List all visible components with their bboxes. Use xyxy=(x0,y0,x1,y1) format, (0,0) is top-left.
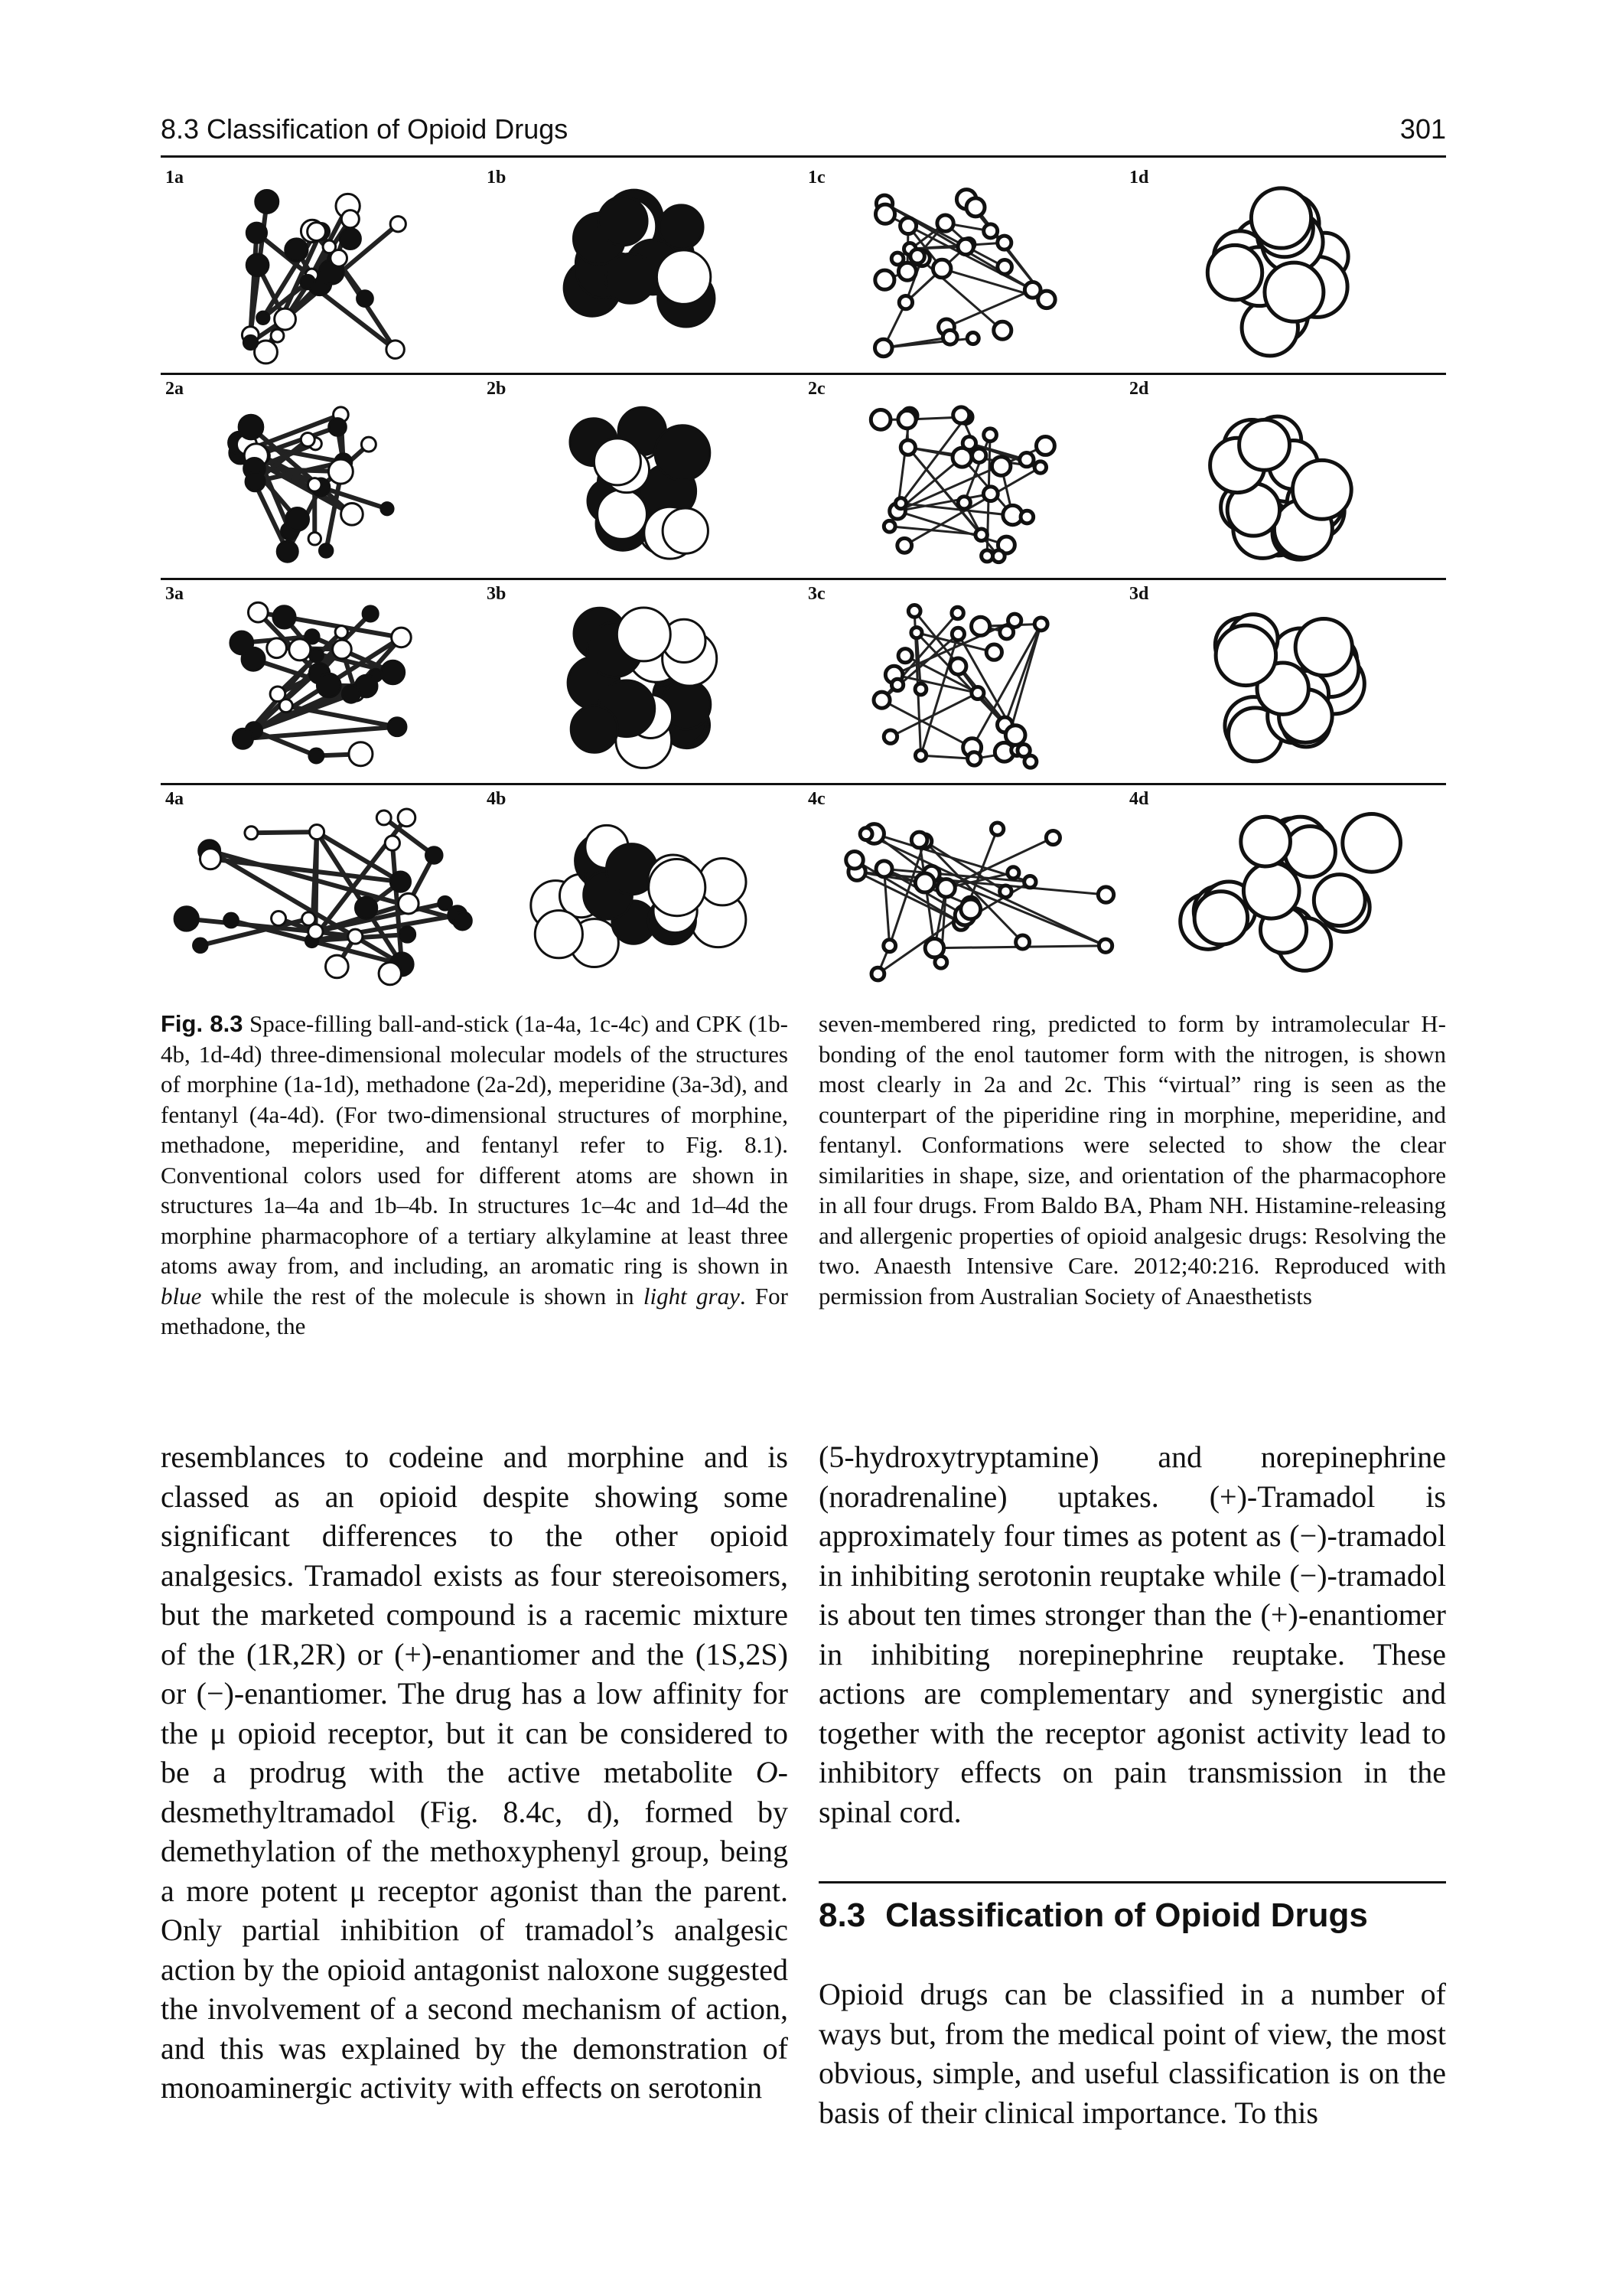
molecule-panel-3a: 3a xyxy=(161,581,476,781)
molecule-panel-3d: 3d xyxy=(1125,581,1440,781)
panel-label-3c: 3c xyxy=(808,584,826,604)
panel-label-3d: 3d xyxy=(1129,584,1149,604)
caption-right-column: seven-membered ring, predicted to form b… xyxy=(819,1010,1446,1309)
section-body: Opioid drugs can be classified in a numb… xyxy=(819,1977,1446,2130)
molecule-model-2a xyxy=(227,406,395,563)
molecule-panel-4a: 4a xyxy=(161,786,476,994)
caption-text-mid: while the rest of the molecule is shown … xyxy=(201,1282,643,1309)
molecule-panel-2b: 2b xyxy=(482,376,797,576)
panel-label-4b: 4b xyxy=(487,789,506,809)
molecule-panel-1a: 1a xyxy=(161,165,476,371)
molecule-panel-1b: 1b xyxy=(482,165,797,371)
molecule-panel-3b: 3b xyxy=(482,581,797,781)
molecule-model-3a xyxy=(229,601,412,768)
molecule-panel-4c: 4c xyxy=(803,786,1119,994)
molecule-panel-2d: 2d xyxy=(1125,376,1440,576)
molecule-model-1a xyxy=(240,189,407,365)
molecule-model-3b xyxy=(566,606,718,769)
panel-label-3a: 3a xyxy=(165,584,184,604)
figure-row-divider xyxy=(161,783,1446,785)
figure-molecular-models: 1a 1b 1c 1d 2a 2b 2c 2d 3a 3b 3c 3d 4a 4b 4c 4d xyxy=(161,165,1446,995)
panel-label-1a: 1a xyxy=(165,168,184,188)
panel-label-2d: 2d xyxy=(1129,379,1149,399)
body-italic-o: O xyxy=(755,1755,778,1789)
body-right-column: (5-hydroxytryptamine) and norepinephrine… xyxy=(819,1440,1446,1829)
molecule-model-2d xyxy=(1208,414,1353,562)
molecule-panel-4d: 4d xyxy=(1125,786,1440,994)
panel-label-4c: 4c xyxy=(808,789,826,809)
caption-left-column: Fig. 8.3 Space-filling ball-and-stick (1… xyxy=(161,1009,788,1342)
molecule-panel-2c: 2c xyxy=(803,376,1119,576)
panel-label-4a: 4a xyxy=(165,789,184,809)
molecule-panel-1c: 1c xyxy=(803,165,1119,371)
caption-text-left: Space-filling ball-and-stick (1a-4a, 1c-… xyxy=(161,1010,788,1279)
section-heading: 8.3 Classification of Opioid Drugs xyxy=(819,1896,1368,1935)
molecule-panel-4b: 4b xyxy=(482,786,797,994)
molecule-panel-3c: 3c xyxy=(803,581,1119,781)
section-rule xyxy=(819,1881,1446,1883)
header-rule xyxy=(161,155,1446,158)
molecule-panel-1d: 1d xyxy=(1125,165,1440,371)
running-header-section: 8.3 Classification of Opioid Drugs xyxy=(161,113,568,145)
figure-row-divider xyxy=(161,373,1446,375)
molecule-model-2b xyxy=(568,406,712,560)
panel-label-1d: 1d xyxy=(1129,168,1149,188)
body-text-left-b: -desmethyltramadol (Fig. 8.4c, d), forme… xyxy=(161,1755,788,2105)
molecule-panel-2a: 2a xyxy=(161,376,476,576)
caption-emphasis-gray: light gray xyxy=(643,1282,740,1309)
molecule-model-2c xyxy=(868,405,1057,565)
molecule-model-3c xyxy=(871,603,1050,770)
molecule-model-3d xyxy=(1213,612,1366,764)
molecule-model-1b xyxy=(562,188,716,328)
molecule-model-4b xyxy=(529,823,748,969)
body-left-column: resemblances to codeine and morphine and… xyxy=(161,1437,788,2108)
figure-row-divider xyxy=(161,578,1446,580)
panel-label-2a: 2a xyxy=(165,379,184,399)
figure-tag: Fig. 8.3 xyxy=(161,1010,243,1037)
caption-emphasis-blue: blue xyxy=(161,1282,202,1309)
panel-label-2c: 2c xyxy=(808,379,826,399)
page-number: 301 xyxy=(1399,113,1446,145)
caption-text-end: . For methadone, the xyxy=(161,1282,788,1340)
section-number: 8.3 xyxy=(819,1896,866,1934)
panel-label-3b: 3b xyxy=(487,584,506,604)
panel-label-1b: 1b xyxy=(487,168,506,188)
molecule-model-1c xyxy=(872,188,1057,359)
panel-label-1c: 1c xyxy=(808,168,826,188)
molecule-model-4c xyxy=(844,820,1116,983)
molecule-model-4d xyxy=(1178,811,1403,973)
molecule-model-1d xyxy=(1205,186,1350,358)
panel-label-4d: 4d xyxy=(1129,789,1149,809)
body-text-left-a: resemblances to codeine and morphine and… xyxy=(161,1440,788,1789)
section-title: Classification of Opioid Drugs xyxy=(885,1896,1368,1934)
running-header: 8.3 Classification of Opioid Drugs 301 xyxy=(161,107,1446,153)
panel-label-2b: 2b xyxy=(487,379,506,399)
molecule-model-4a xyxy=(173,807,473,987)
